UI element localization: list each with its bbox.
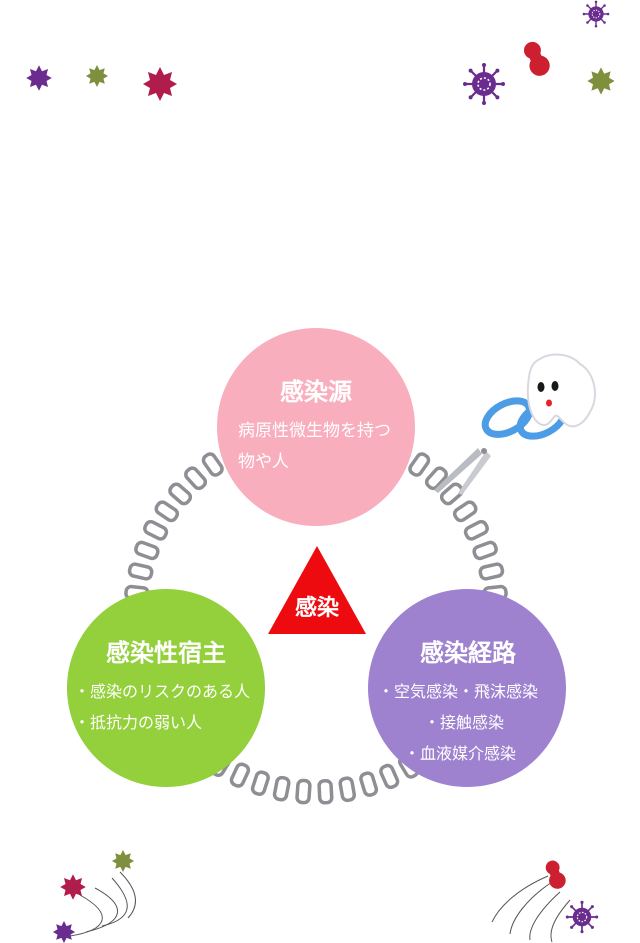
chain-link [201,452,224,477]
chain-link [272,775,291,802]
chain-link [379,763,400,790]
chain-link [359,771,379,797]
germ-icon [519,38,554,80]
chain-link [408,452,431,477]
chain-link [463,519,489,541]
germ-icon [462,62,506,106]
germ-icon [581,0,611,28]
germ-icon [26,65,52,91]
chain-link [134,540,160,561]
chain-link [250,770,270,796]
host-title: 感染性宿主 [106,639,226,667]
source-title: 感染源 [280,378,352,406]
germ-icon [60,874,86,900]
infection-source-circle [217,328,415,526]
germ-icon [143,67,177,101]
center-label: 感染 [294,596,339,621]
germ-icon [111,849,135,873]
motion-lines [69,871,571,943]
germ-icon [52,920,76,943]
route-line: ・血液媒介感染 [404,744,517,763]
germ-icon [587,67,615,95]
source-line: 物や人 [238,452,289,472]
germ-icon [565,900,599,934]
chain-link [143,519,169,541]
chain-link [295,778,312,805]
route-line: ・空気感染・飛沫感染 [378,682,539,701]
center-triangle [268,546,366,634]
host-line: ・感染のリスクのある人 [74,682,251,701]
chain-link [127,562,154,581]
germ-icon [85,64,109,88]
chain-link [168,482,193,506]
route-line: ・接触感染 [424,713,505,732]
host-line: ・抵抗力の弱い人 [74,713,203,732]
chain-link [478,562,505,581]
tooth-mascot-icon [526,353,596,428]
chain-link [338,776,357,803]
route-title: 感染経路 [420,639,516,667]
source-line: 病原性微生物を持つ [238,421,391,441]
chain-link [317,778,334,805]
chain-link [229,762,251,788]
chain-link [154,500,180,523]
chain-link [424,466,448,491]
chain-link [184,466,208,491]
infection-route-circle [368,589,566,787]
chain-link [439,482,464,506]
chain-link [452,500,478,523]
infection-host-circle [67,589,265,787]
chain-link [472,540,498,561]
